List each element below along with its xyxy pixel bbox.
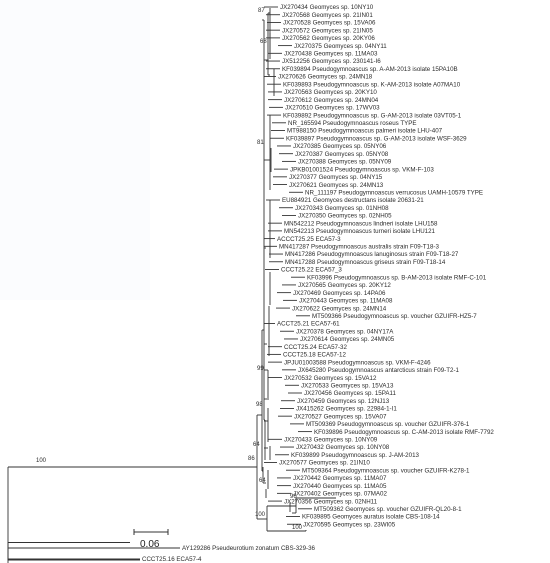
leaf-label: ACCCT25.25 ECA57-3 <box>277 236 341 243</box>
leaf-label: KF039894 Pseudogymnoascus sp. A-AM-2013 … <box>282 66 458 73</box>
leaf-label: MT509364 Pseudogymnoascus sp. voucher GZ… <box>302 467 470 474</box>
leaf-label: KF039895 Geomyces auratus isolate CBS-10… <box>302 514 440 521</box>
bootstrap-value: 81 <box>257 140 264 146</box>
leaf-label: JX270388 Geomyces sp. 05NY09 <box>298 159 392 166</box>
leaf-label: JX270438 Geomyces sp. 11MA03 <box>284 51 378 58</box>
bootstrap-value: 98 <box>256 402 263 408</box>
leaf-label: AY129286 Pseudeurotium zonatum CBS-329-3… <box>182 545 316 552</box>
leaf-label: KF039896 Pseudogymnoascus sp. C-AM-2013 … <box>314 429 494 436</box>
leaf-label: JX270443 Geomyces sp. 11MA08 <box>299 298 393 305</box>
leaf-label: JPKB01001524 Pseudogymnoascus sp. VKM-F-… <box>290 166 434 173</box>
leaf-label: JX270527 Geomyces sp. 15VA07 <box>294 413 387 420</box>
leaf-label: MT509369 Pseudogymnoascus sp. voucher GZ… <box>306 421 470 428</box>
leaf-label: MT509366 Pseudogymnoascus sp. voucher GZ… <box>312 313 477 320</box>
leaf-label: JX270562 Geomyces sp. 20KY06 <box>282 35 375 42</box>
leaf-label: JX270387 Geomyces sp. 05NY08 <box>295 151 389 158</box>
leaf-label: JX270432 Geomyces sp. 10NY08 <box>296 444 390 451</box>
leaf-label: JX270377 Geomyces sp. 04NY15 <box>289 174 383 181</box>
bootstrap-value: 96 <box>290 494 297 500</box>
leaf-label: MN542213 Pseudogymnoascus turneri isolat… <box>284 228 436 235</box>
bootstrap-value: 100 <box>292 525 303 531</box>
leaf-label: NR_165594 Pseudogymnoascus roseus TYPE <box>288 120 417 127</box>
leaf-label: MT988150 Pseudogymnoascus palmeri isolat… <box>287 128 443 135</box>
leaf-label: JX270532 Geomyces sp. 15VA12 <box>284 375 377 382</box>
leaf-label: JPJU01003588 Pseudogymnoascus sp. VKM-F-… <box>284 359 431 366</box>
leaf-label: JX270469 Geomyces sp. 14PA06 <box>293 290 386 297</box>
leaf-label: JX270378 Geomyces sp. 04NY17A <box>296 328 394 335</box>
leaf-label: MN417288 Pseudogymnoascus griseus strain… <box>285 259 446 266</box>
leaf-label: JX270433 Geomyces sp. 10NY09 <box>284 437 378 444</box>
leaf-label: MN417286 Pseudogymnoascus lanuginosus st… <box>285 251 459 258</box>
leaf-label: CCCT25.24 ECA57-32 <box>284 344 347 351</box>
bootstrap-value: 100 <box>36 458 47 464</box>
scale-bar-label: 0.06 <box>140 539 160 550</box>
leaf-label: JX270402 Geomyces sp. 07MA02 <box>293 491 387 498</box>
leaf-label: MN542212 Pseudogymnoascus lindneri isola… <box>284 220 438 227</box>
leaf-label: KF039893 Pseudogymnoascus sp. K-AM-2013 … <box>283 81 461 88</box>
leaf-label: JX270565 Geomyces sp. 20KY12 <box>298 282 391 289</box>
leaf-label: MN417287 Pseudogymnoascus australis stra… <box>279 244 439 251</box>
leaf-label: CCCT25.22 ECA57_3 <box>281 267 342 274</box>
leaf-label: JX270577 Geomyces sp. 21IN10 <box>279 460 370 467</box>
leaf-label: KF039892 Pseudogymnoascus sp. G-AM-2013 … <box>283 112 462 119</box>
leaf-label: JX270350 Geomyces sp. 02NH05 <box>298 213 392 220</box>
leaf-label: JX270563 Geomyces sp. 20KY10 <box>284 89 377 96</box>
leaf-label: KF039897 Pseudogymnoascus sp. G-AM-2013 … <box>286 135 467 142</box>
leaf-label: MT509362 Geomyces sp. voucher GZUIFR-QL2… <box>314 506 462 513</box>
leaf-label: JX270442 Geomyces sp. 11MA07 <box>293 475 387 482</box>
bootstrap-value: 100 <box>255 512 266 518</box>
leaf-label: JX270528 Geomyces sp. 15VA06 <box>283 20 376 27</box>
leaf-label: JX270626 Geomyces sp. 24MN18 <box>278 74 373 81</box>
leaf-label: JX270440 Geomyces sp. 11MA05 <box>293 483 387 490</box>
leaf-label: JX270375 Geomyces sp. 04NY11 <box>294 43 387 50</box>
leaf-label: NR_111197 Pseudogymnoascus verrucosus UA… <box>305 189 483 196</box>
bootstrap-value: 99 <box>257 366 264 372</box>
leaf-label: JX270568 Geomyces sp. 21IN01 <box>282 12 373 19</box>
scale-bar: 0.06 <box>133 529 169 550</box>
leaf-label: JX415262 Geomyces sp. 22984-1-I1 <box>296 406 397 413</box>
bootstrap-value: 64 <box>253 442 260 448</box>
leaf-label: CCCT25.16 ECA57-4 <box>142 556 202 563</box>
leaf-label: JX270343 Geomyces sp. 01NH08 <box>295 205 389 212</box>
leaf-label: EU884921 Geomyces destructans isolate 20… <box>282 197 424 204</box>
leaf-label: JX512256 Geomyces sp. 230141-I6 <box>282 58 381 65</box>
leaf-label: JX270595 Geomyces sp. 23WI05 <box>303 521 396 528</box>
leaf-label: JX270456 Geomyces sp. 15PA11 <box>304 390 397 397</box>
bootstrap-value: 64 <box>259 478 266 484</box>
leaf-label: JX645280 Pseudogymnoascus antarcticus st… <box>298 367 460 374</box>
leaf-label: JX270614 Geomyces sp. 24MN05 <box>300 336 395 343</box>
bootstrap-values: 87 68 81 99 98 64 86 64 100 100 96 100 <box>36 8 303 531</box>
tree-branches <box>7 8 336 563</box>
leaf-label: JX270459 Geomyces sp. 12NJ13 <box>297 398 390 405</box>
bootstrap-value: 86 <box>248 456 255 462</box>
leaf-label: JX270356 Geomyces sp. 02NH11 <box>284 498 378 505</box>
leaf-label: JX270510 Geomyces sp. 17WV03 <box>285 105 380 112</box>
leaf-label: JX270572 Geomyces sp. 21IN05 <box>282 27 373 34</box>
leaf-label: JX270622 Geomyces sp. 24MN14 <box>292 305 387 312</box>
leaf-label: JX270385 Geomyces sp. 05NY06 <box>293 143 387 150</box>
leaf-label: KF03996 Pseudogymnoascus sp. B-AM-2013 i… <box>307 274 487 281</box>
bootstrap-value: 68 <box>260 39 267 45</box>
leaf-label: JX270434 Geomyces sp. 10NY10 <box>280 4 374 11</box>
leaf-label: JX270621 Geomyces sp. 24MN13 <box>289 182 384 189</box>
leaf-label: KF039899 Pseudogymnoascus sp. J-AM-2013 <box>291 452 420 459</box>
leaf-label: ACCT25.21 ECA57-61 <box>277 321 340 328</box>
bootstrap-value: 87 <box>258 8 265 14</box>
leaf-label: JX270612 Geomyces sp. 24MN04 <box>284 97 379 104</box>
leaf-label: JX270533 Geomyces sp. 15VA13 <box>301 382 394 389</box>
leaf-label: CCCT25.18 ECA57-12 <box>283 352 346 359</box>
background-artifact <box>0 0 150 300</box>
